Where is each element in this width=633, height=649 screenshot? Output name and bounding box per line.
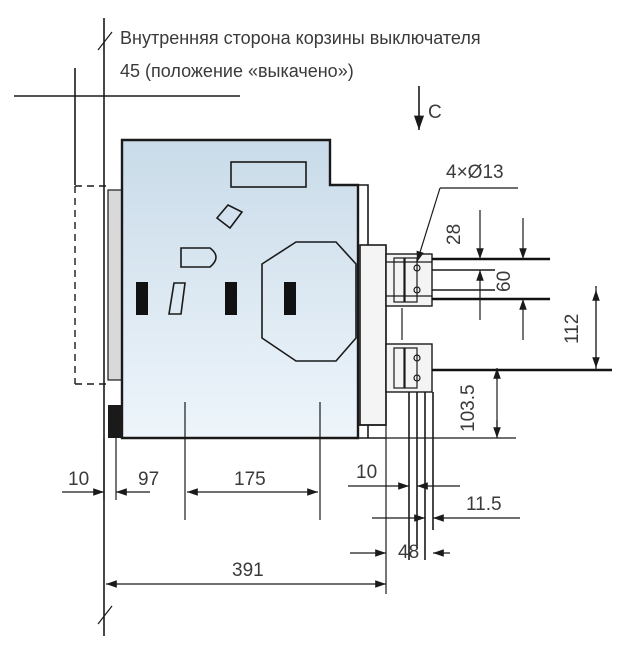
dim-175: 175 — [187, 469, 318, 496]
dim-112: 112 — [560, 286, 612, 371]
svg-text:10: 10 — [356, 462, 377, 483]
terminal-rods — [408, 392, 434, 560]
title-line-2: 45 (положение «выкачено») — [120, 61, 354, 81]
terminal-upper — [385, 253, 433, 307]
dim-28: 28 — [444, 210, 484, 320]
svg-text:60: 60 — [494, 271, 515, 292]
svg-text:48: 48 — [398, 542, 419, 563]
slot-4 — [284, 282, 296, 315]
terminal-lower — [385, 343, 433, 393]
svg-text:112: 112 — [562, 314, 583, 344]
indicator-diamond — [215, 204, 244, 230]
title-line-1: Внутренняя сторона корзины выключателя — [120, 28, 481, 48]
svg-text:175: 175 — [234, 469, 266, 490]
dim-97: 97 — [138, 469, 159, 490]
svg-text:391: 391 — [232, 560, 264, 581]
svg-text:10: 10 — [68, 469, 89, 490]
holes-label: 4×Ø13 — [446, 162, 504, 183]
view-label: C — [428, 102, 442, 123]
indicator-shield — [180, 247, 217, 268]
dim-103-5: 103.5 — [386, 368, 516, 439]
breaker-body — [120, 138, 360, 440]
dim-60: 60 — [494, 218, 527, 340]
display-window — [230, 161, 307, 188]
slot-3 — [225, 282, 237, 315]
svg-text:103.5: 103.5 — [458, 384, 479, 432]
dim-48: 48 — [350, 438, 450, 563]
slot-1 — [136, 282, 148, 315]
dim-10-left: 10 — [62, 438, 150, 500]
body-foot — [108, 405, 122, 438]
svg-text:11.5: 11.5 — [466, 494, 502, 515]
rail-dashed-outline — [74, 185, 108, 385]
svg-text:28: 28 — [444, 224, 465, 245]
right-frame — [358, 184, 387, 439]
dim-10-right: 10 — [348, 462, 460, 490]
rotary-octagon — [261, 241, 357, 362]
reference-crosshair — [14, 18, 240, 636]
dim-391: 391 — [106, 560, 387, 594]
slot-2 — [168, 282, 186, 315]
holes-leader — [416, 187, 441, 263]
dim-11-5: 11.5 — [372, 494, 520, 522]
side-panel — [107, 189, 123, 381]
